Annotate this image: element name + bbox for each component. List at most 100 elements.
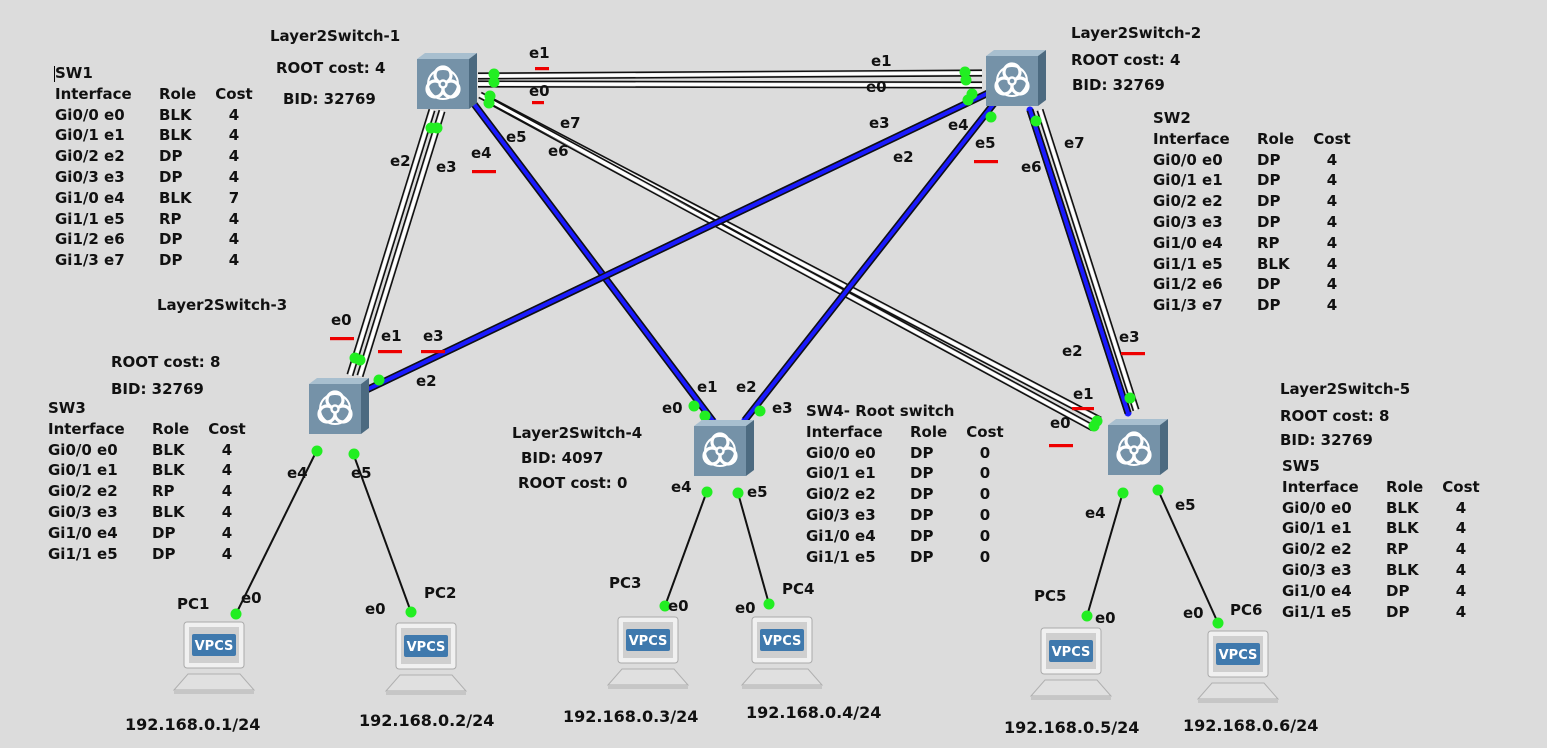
switch-bid: BID: 4097 xyxy=(521,449,604,467)
cost-cell: Cost xyxy=(208,419,246,438)
link-sw3-e4-pc1[interactable] xyxy=(235,449,318,615)
table-title: SW1 xyxy=(55,64,93,82)
role-cell: DP xyxy=(1257,150,1281,169)
blocked-port-marker xyxy=(330,337,354,341)
role-cell: BLK xyxy=(1386,519,1419,538)
switch-name[interactable]: Layer2Switch-4 xyxy=(512,424,643,442)
switch-name[interactable]: Layer2Switch-5 xyxy=(1280,380,1411,398)
port-status-dot xyxy=(1030,115,1042,127)
vpcs-computer-icon[interactable]: VPCS xyxy=(384,622,468,695)
pc-name[interactable]: PC4 xyxy=(782,580,815,598)
link-sw1-e6-sw5-e0[interactable] xyxy=(486,96,1095,432)
interface-cell: Gi0/1 e1 xyxy=(806,464,876,483)
role-cell: DP xyxy=(159,147,183,166)
link-sw2-e7-sw5-e3[interactable] xyxy=(1026,106,1132,417)
port-label: e6 xyxy=(1021,158,1042,176)
cost-cell: 0 xyxy=(979,547,991,566)
interface-cell: Gi0/3 e3 xyxy=(1153,212,1223,231)
link-sw4-e4-pc3[interactable] xyxy=(664,490,708,607)
port-status-dot xyxy=(348,448,360,460)
port-status-dot xyxy=(488,68,500,80)
role-cell: DP xyxy=(1386,602,1410,621)
interface-cell: Gi1/1 e5 xyxy=(1282,602,1352,621)
pc-name[interactable]: PC3 xyxy=(609,574,642,592)
cost-cell: 0 xyxy=(979,464,991,483)
pc-ip-address: 192.168.0.3/24 xyxy=(563,707,699,726)
switch-bid: BID: 32769 xyxy=(283,90,376,108)
link-sw3-e5-pc2[interactable] xyxy=(352,452,412,613)
interface-cell: Gi0/0 e0 xyxy=(48,440,118,459)
switch-sw3-icon[interactable] xyxy=(309,378,369,434)
cost-cell: Cost xyxy=(966,422,1004,441)
role-cell: BLK xyxy=(159,188,192,207)
link-sw2-e6-sw5-e2[interactable] xyxy=(1036,108,1140,412)
pc-name[interactable]: PC6 xyxy=(1230,601,1263,619)
role-cell: DP xyxy=(910,547,934,566)
port-status-dot xyxy=(701,486,713,498)
link-sw1-e2-sw3-e0[interactable] xyxy=(346,108,436,377)
interface-cell: Gi0/0 e0 xyxy=(806,443,876,462)
link-sw4-e5-pc4[interactable] xyxy=(737,492,770,605)
switch-name[interactable]: Layer2Switch-3 xyxy=(157,296,288,314)
vpcs-badge: VPCS xyxy=(1219,648,1258,663)
switch-sw2-icon[interactable] xyxy=(986,50,1046,106)
pc-port-label: e0 xyxy=(668,597,689,615)
cost-cell: 4 xyxy=(1326,212,1338,231)
port-label: e5 xyxy=(1175,496,1196,514)
port-label: e1 xyxy=(871,52,892,70)
interface-cell: Gi1/0 e4 xyxy=(806,526,876,545)
role-cell: DP xyxy=(159,167,183,186)
table-title: SW3 xyxy=(48,399,86,417)
port-status-dot xyxy=(1124,392,1136,404)
pc-name[interactable]: PC5 xyxy=(1034,587,1067,605)
role-cell: Role xyxy=(910,422,948,441)
vpcs-computer-icon[interactable]: VPCS xyxy=(606,616,690,689)
vpcs-computer-icon[interactable]: VPCS xyxy=(172,621,256,694)
cost-cell: 4 xyxy=(1455,519,1467,538)
interface-cell: Gi1/0 e4 xyxy=(1153,233,1223,252)
pc-ip-address: 192.168.0.6/24 xyxy=(1183,716,1319,735)
pc-name[interactable]: PC2 xyxy=(424,584,457,602)
link-sw1-e0-sw2-e0[interactable] xyxy=(477,80,983,89)
port-label: e1 xyxy=(529,44,550,62)
blocked-port-marker xyxy=(378,350,402,354)
link-sw1-e5-sw4-e1[interactable] xyxy=(470,100,717,425)
link-sw1-e1-sw2-e1[interactable] xyxy=(477,69,983,80)
switch-sw1-icon[interactable] xyxy=(417,53,477,109)
port-label: e5 xyxy=(506,128,527,146)
link-sw5-e4-pc5[interactable] xyxy=(1086,491,1124,617)
pc-ip-address: 192.168.0.5/24 xyxy=(1004,718,1140,737)
switch-sw5-icon[interactable] xyxy=(1108,419,1168,475)
role-cell: DP xyxy=(1257,275,1281,294)
switch-name[interactable]: Layer2Switch-1 xyxy=(270,27,401,45)
vpcs-computer-icon[interactable]: VPCS xyxy=(740,616,824,689)
link-sw5-e5-pc6[interactable] xyxy=(1157,489,1219,624)
switch-sw4-icon[interactable] xyxy=(694,420,754,476)
interface-cell: Interface xyxy=(48,419,125,438)
pc-name[interactable]: PC1 xyxy=(177,595,210,613)
link-sw2-e3-sw3-e2[interactable] xyxy=(356,81,1009,397)
cost-cell: 4 xyxy=(228,251,240,270)
vpcs-computer-icon[interactable]: VPCS xyxy=(1029,627,1113,700)
blocked-port-marker xyxy=(1072,407,1094,411)
switch-name[interactable]: Layer2Switch-2 xyxy=(1071,24,1202,42)
link-sw1-e3-sw3-e1[interactable] xyxy=(356,109,446,378)
role-cell: DP xyxy=(910,505,934,524)
pc-port-label: e0 xyxy=(365,600,386,618)
vpcs-badge: VPCS xyxy=(763,634,802,649)
link-sw2-e4-sw4-e2[interactable] xyxy=(741,88,1007,424)
port-label: e4 xyxy=(1085,504,1106,522)
vpcs-computer-icon[interactable]: VPCS xyxy=(1196,630,1280,703)
vpcs-badge: VPCS xyxy=(1052,645,1091,660)
